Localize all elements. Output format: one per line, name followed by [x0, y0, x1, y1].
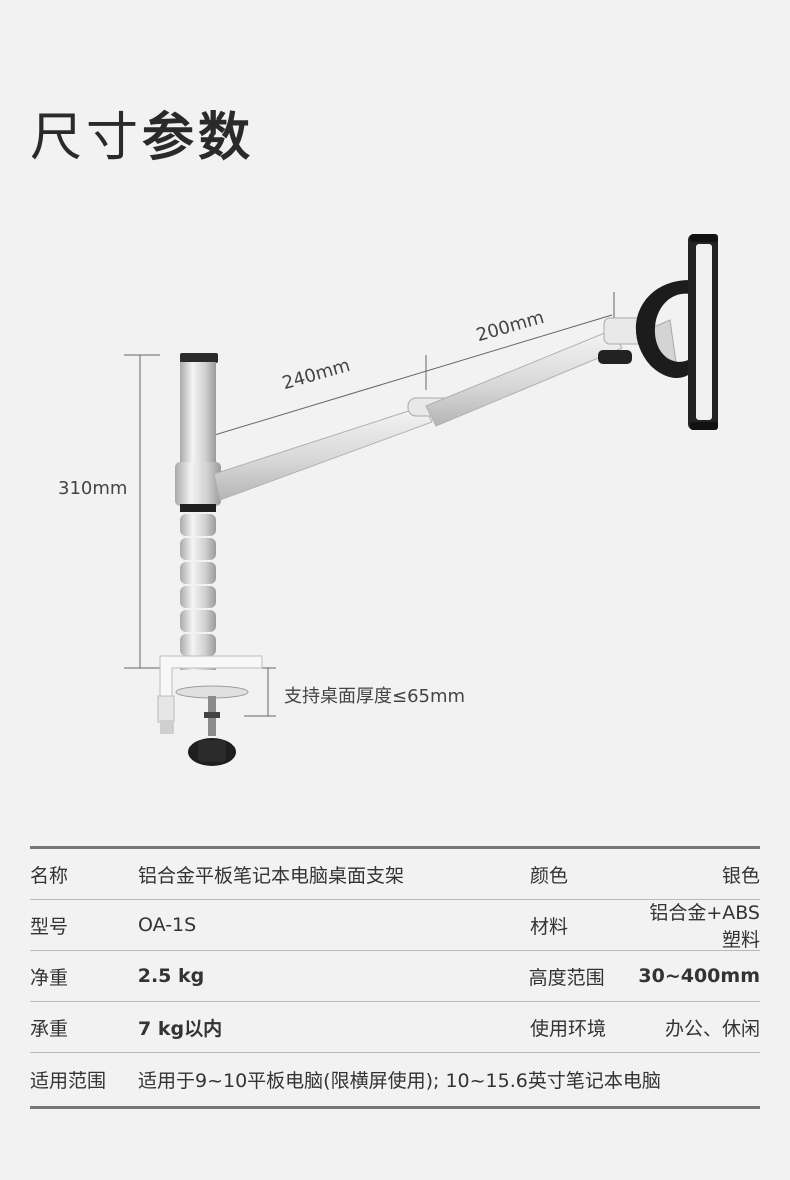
spec-row-name: 名称 铝合金平板笔记本电脑桌面支架 颜色 银色: [30, 849, 760, 900]
spec-value: 7 kg以内: [138, 1017, 223, 1040]
height-label: 310mm: [58, 478, 128, 499]
spec-value-2: 办公、休闲: [664, 1017, 760, 1040]
spec-key: 净重: [30, 966, 69, 989]
spec-row-load: 承重 7 kg以内 使用环境 办公、休闲: [30, 1002, 760, 1053]
spec-key: 适用范围: [30, 1070, 107, 1092]
spec-value-2: 铝合金+ABS塑料: [649, 902, 760, 951]
arm: [213, 317, 677, 501]
product-diagram: 310mm 240mm 200mm 支持桌面厚度≤65mm: [0, 220, 790, 800]
clamp-dimension: [244, 667, 276, 717]
spec-row-weight: 净重 2.5 kg 高度范围 30~400mm: [30, 951, 760, 1002]
spec-value: OA-1S: [138, 914, 197, 936]
clamp-thickness-label: 支持桌面厚度≤65mm: [284, 686, 466, 707]
spec-key-2: 高度范围: [528, 966, 605, 989]
spec-key: 型号: [30, 915, 69, 938]
spec-row-scope: 适用范围 适用于9~10平板电脑(限横屏使用); 10~15.6英寸笔记本电脑: [30, 1053, 760, 1106]
spec-value: 2.5 kg: [137, 965, 205, 987]
spec-value: 适用于9~10平板电脑(限横屏使用); 10~15.6英寸笔记本电脑: [138, 1070, 661, 1092]
pole: [175, 353, 221, 670]
desk-clamp: [157, 655, 263, 766]
spec-key: 名称: [30, 864, 69, 887]
spec-row-model: 型号 OA-1S 材料 铝合金+ABS塑料: [30, 900, 760, 951]
spec-value: 铝合金平板笔记本电脑桌面支架: [138, 864, 405, 887]
spec-key-2: 颜色: [530, 864, 569, 887]
height-dimension: [124, 354, 160, 669]
spec-key-2: 使用环境: [530, 1017, 607, 1040]
title-bold: 参数: [142, 108, 255, 168]
spec-value-2: 银色: [721, 864, 760, 887]
spec-key: 承重: [30, 1017, 69, 1040]
spec-value-2: 30~400mm: [638, 965, 760, 987]
tablet-holder: [635, 234, 718, 430]
monitor-arm-illustration: [124, 234, 718, 766]
spec-table: 名称 铝合金平板笔记本电脑桌面支架 颜色 银色 型号 OA-1S 材料 铝合金+…: [30, 846, 760, 1109]
spec-key-2: 材料: [530, 915, 569, 938]
title-light: 尺寸: [30, 108, 143, 168]
page-title: 尺寸参数: [30, 102, 254, 174]
